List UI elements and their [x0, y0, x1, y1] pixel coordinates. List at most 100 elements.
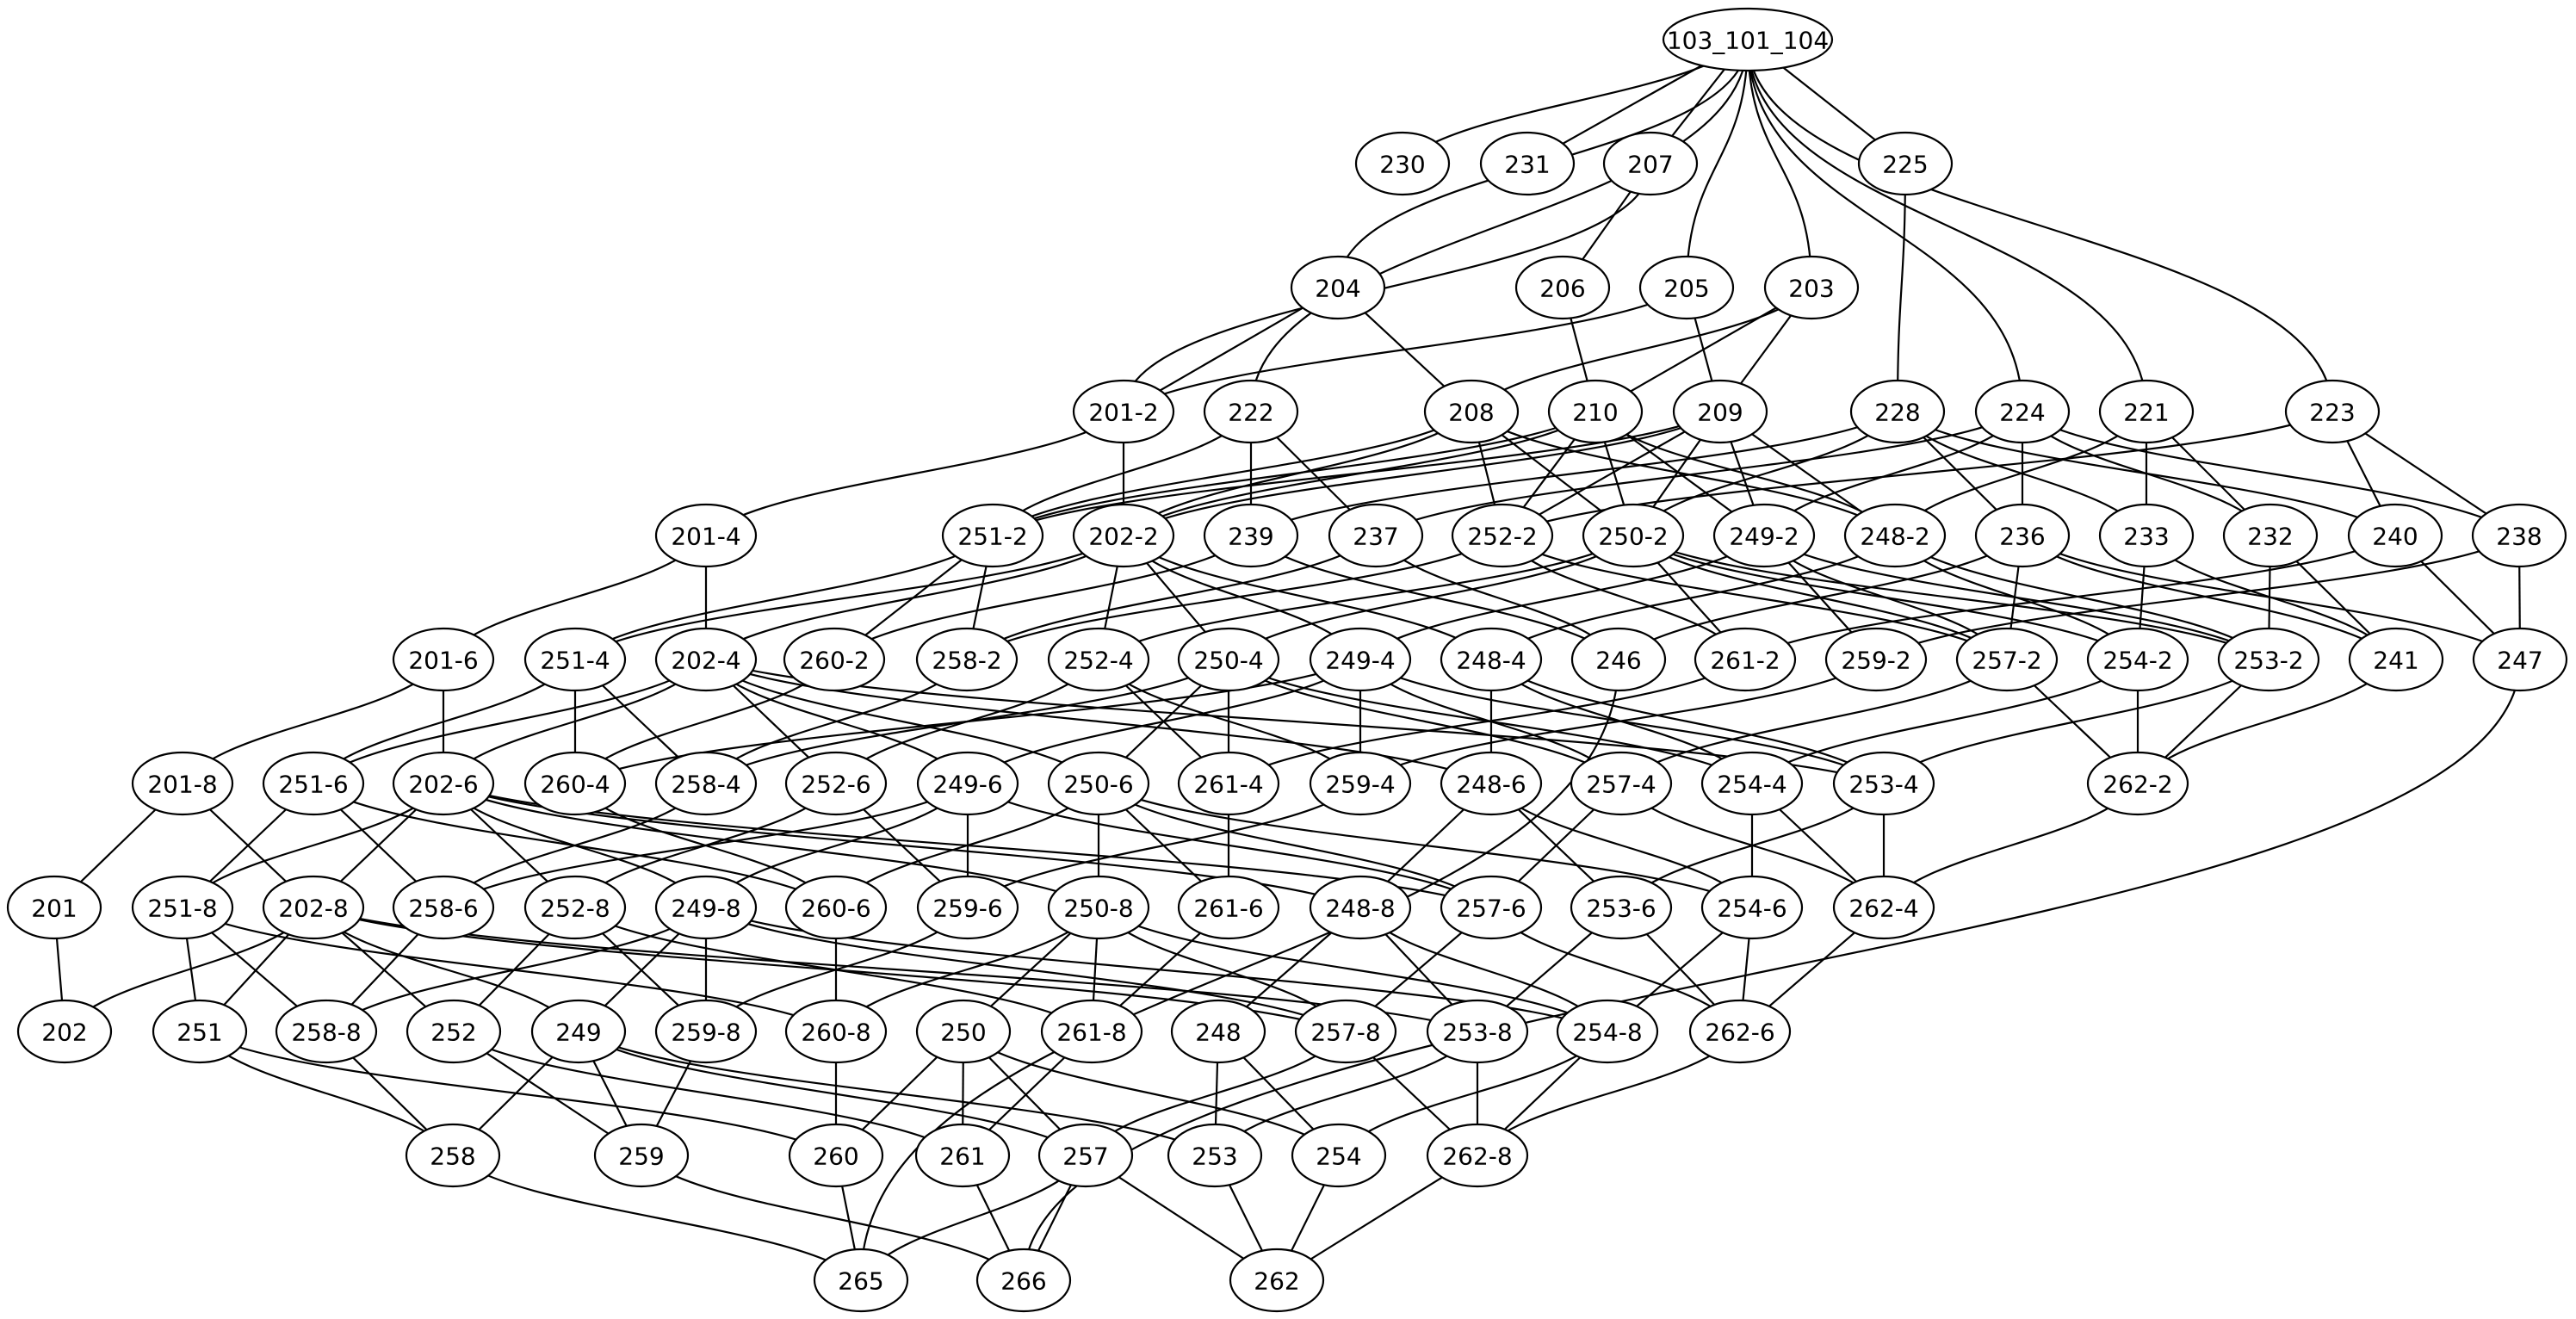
node-251-2[interactable]: 251-2: [941, 503, 1044, 568]
node-258-4[interactable]: 258-4: [654, 751, 758, 816]
node-252[interactable]: 252: [406, 999, 502, 1064]
node-260-8[interactable]: 260-8: [784, 999, 888, 1064]
node-252-4[interactable]: 252-4: [1047, 627, 1150, 692]
node-248-2[interactable]: 248-2: [1843, 503, 1947, 568]
node-201[interactable]: 201: [6, 875, 102, 940]
node-257-4[interactable]: 257-4: [1570, 751, 1673, 816]
node-261-8[interactable]: 261-8: [1040, 999, 1143, 1064]
node-241[interactable]: 241: [2348, 627, 2444, 692]
node-265[interactable]: 265: [813, 1248, 909, 1313]
node-252-6[interactable]: 252-6: [784, 751, 888, 816]
node-233[interactable]: 233: [2098, 503, 2195, 568]
node-205[interactable]: 205: [1638, 255, 1735, 320]
node-261-4[interactable]: 261-4: [1177, 751, 1280, 816]
node-254-4[interactable]: 254-4: [1700, 751, 1804, 816]
node-249-8[interactable]: 249-8: [654, 875, 758, 940]
node-251[interactable]: 251: [152, 999, 248, 1064]
node-259[interactable]: 259: [593, 1123, 690, 1188]
node-260-2[interactable]: 260-2: [783, 627, 886, 692]
node-266[interactable]: 266: [975, 1248, 1072, 1313]
node-250-2[interactable]: 250-2: [1582, 503, 1685, 568]
node-254-6[interactable]: 254-6: [1700, 875, 1804, 940]
node-202-6[interactable]: 202-6: [392, 751, 495, 816]
node-202[interactable]: 202: [16, 999, 113, 1064]
node-249[interactable]: 249: [530, 999, 627, 1064]
node-257-2[interactable]: 257-2: [1955, 627, 2059, 692]
node-207[interactable]: 207: [1602, 131, 1699, 196]
node-259-8[interactable]: 259-8: [654, 999, 758, 1064]
node-248-4[interactable]: 248-4: [1440, 627, 1543, 692]
node-261-2[interactable]: 261-2: [1694, 627, 1797, 692]
node-262-2[interactable]: 262-2: [2086, 751, 2189, 816]
node-254[interactable]: 254: [1291, 1123, 1387, 1188]
node-201-4[interactable]: 201-4: [654, 503, 758, 568]
node-240[interactable]: 240: [2347, 503, 2443, 568]
node-250-4[interactable]: 250-4: [1177, 627, 1280, 692]
node-202-4[interactable]: 202-4: [654, 627, 758, 692]
node-259-2[interactable]: 259-2: [1824, 627, 1928, 692]
node-237[interactable]: 237: [1328, 503, 1424, 568]
node-202-8[interactable]: 202-8: [262, 875, 365, 940]
node-262-8[interactable]: 262-8: [1426, 1123, 1529, 1188]
node-254-8[interactable]: 254-8: [1556, 999, 1659, 1064]
node-231[interactable]: 231: [1479, 131, 1576, 196]
node-201-6[interactable]: 201-6: [392, 627, 495, 692]
node-260-4[interactable]: 260-4: [523, 751, 627, 816]
node-258-8[interactable]: 258-8: [275, 999, 378, 1064]
node-247[interactable]: 247: [2472, 627, 2568, 692]
node-260-6[interactable]: 260-6: [784, 875, 888, 940]
node-262-4[interactable]: 262-4: [1832, 875, 1935, 940]
node-250-6[interactable]: 250-6: [1047, 751, 1150, 816]
node-262[interactable]: 262: [1229, 1248, 1325, 1313]
node-210[interactable]: 210: [1547, 379, 1644, 444]
node-239[interactable]: 239: [1203, 503, 1299, 568]
node-252-8[interactable]: 252-8: [523, 875, 627, 940]
node-253-2[interactable]: 253-2: [2217, 627, 2320, 692]
node-248-6[interactable]: 248-6: [1440, 751, 1543, 816]
node-251-8[interactable]: 251-8: [131, 875, 234, 940]
node-221[interactable]: 221: [2098, 379, 2195, 444]
node-257[interactable]: 257: [1037, 1123, 1134, 1188]
node-225[interactable]: 225: [1857, 131, 1954, 196]
node-238[interactable]: 238: [2471, 503, 2567, 568]
node-230[interactable]: 230: [1354, 131, 1451, 196]
node-261[interactable]: 261: [914, 1123, 1011, 1188]
node-250[interactable]: 250: [915, 999, 1012, 1064]
node-224[interactable]: 224: [1974, 379, 2071, 444]
node-254-2[interactable]: 254-2: [2086, 627, 2189, 692]
node-248-8[interactable]: 248-8: [1309, 875, 1412, 940]
node-249-4[interactable]: 249-4: [1309, 627, 1412, 692]
node-228[interactable]: 228: [1849, 379, 1946, 444]
node-209[interactable]: 209: [1672, 379, 1768, 444]
node-222[interactable]: 222: [1203, 379, 1299, 444]
node-252-2[interactable]: 252-2: [1451, 503, 1554, 568]
node-262-6[interactable]: 262-6: [1688, 999, 1792, 1064]
node-253-4[interactable]: 253-4: [1832, 751, 1935, 816]
node-259-6[interactable]: 259-6: [916, 875, 1019, 940]
node-223[interactable]: 223: [2284, 379, 2381, 444]
node-261-6[interactable]: 261-6: [1177, 875, 1280, 940]
node-236[interactable]: 236: [1974, 503, 2071, 568]
node-203[interactable]: 203: [1763, 255, 1860, 320]
node-251-4[interactable]: 251-4: [523, 627, 627, 692]
node-258-2[interactable]: 258-2: [915, 627, 1019, 692]
node-204[interactable]: 204: [1290, 255, 1386, 320]
node-259-4[interactable]: 259-4: [1309, 751, 1412, 816]
node-208[interactable]: 208: [1423, 379, 1520, 444]
node-202-2[interactable]: 202-2: [1072, 503, 1175, 568]
node-103-101-104[interactable]: 103_101_104: [1662, 7, 1834, 72]
node-257-6[interactable]: 257-6: [1440, 875, 1543, 940]
node-201-2[interactable]: 201-2: [1072, 379, 1175, 444]
node-260[interactable]: 260: [788, 1123, 884, 1188]
node-249-6[interactable]: 249-6: [916, 751, 1019, 816]
node-253-6[interactable]: 253-6: [1570, 875, 1673, 940]
node-248[interactable]: 248: [1170, 999, 1266, 1064]
node-232[interactable]: 232: [2222, 503, 2319, 568]
node-250-8[interactable]: 250-8: [1047, 875, 1150, 940]
node-206[interactable]: 206: [1514, 255, 1611, 320]
node-258[interactable]: 258: [405, 1123, 501, 1188]
node-201-8[interactable]: 201-8: [131, 751, 234, 816]
node-257-8[interactable]: 257-8: [1294, 999, 1397, 1064]
node-253[interactable]: 253: [1167, 1123, 1263, 1188]
node-249-2[interactable]: 249-2: [1712, 503, 1816, 568]
